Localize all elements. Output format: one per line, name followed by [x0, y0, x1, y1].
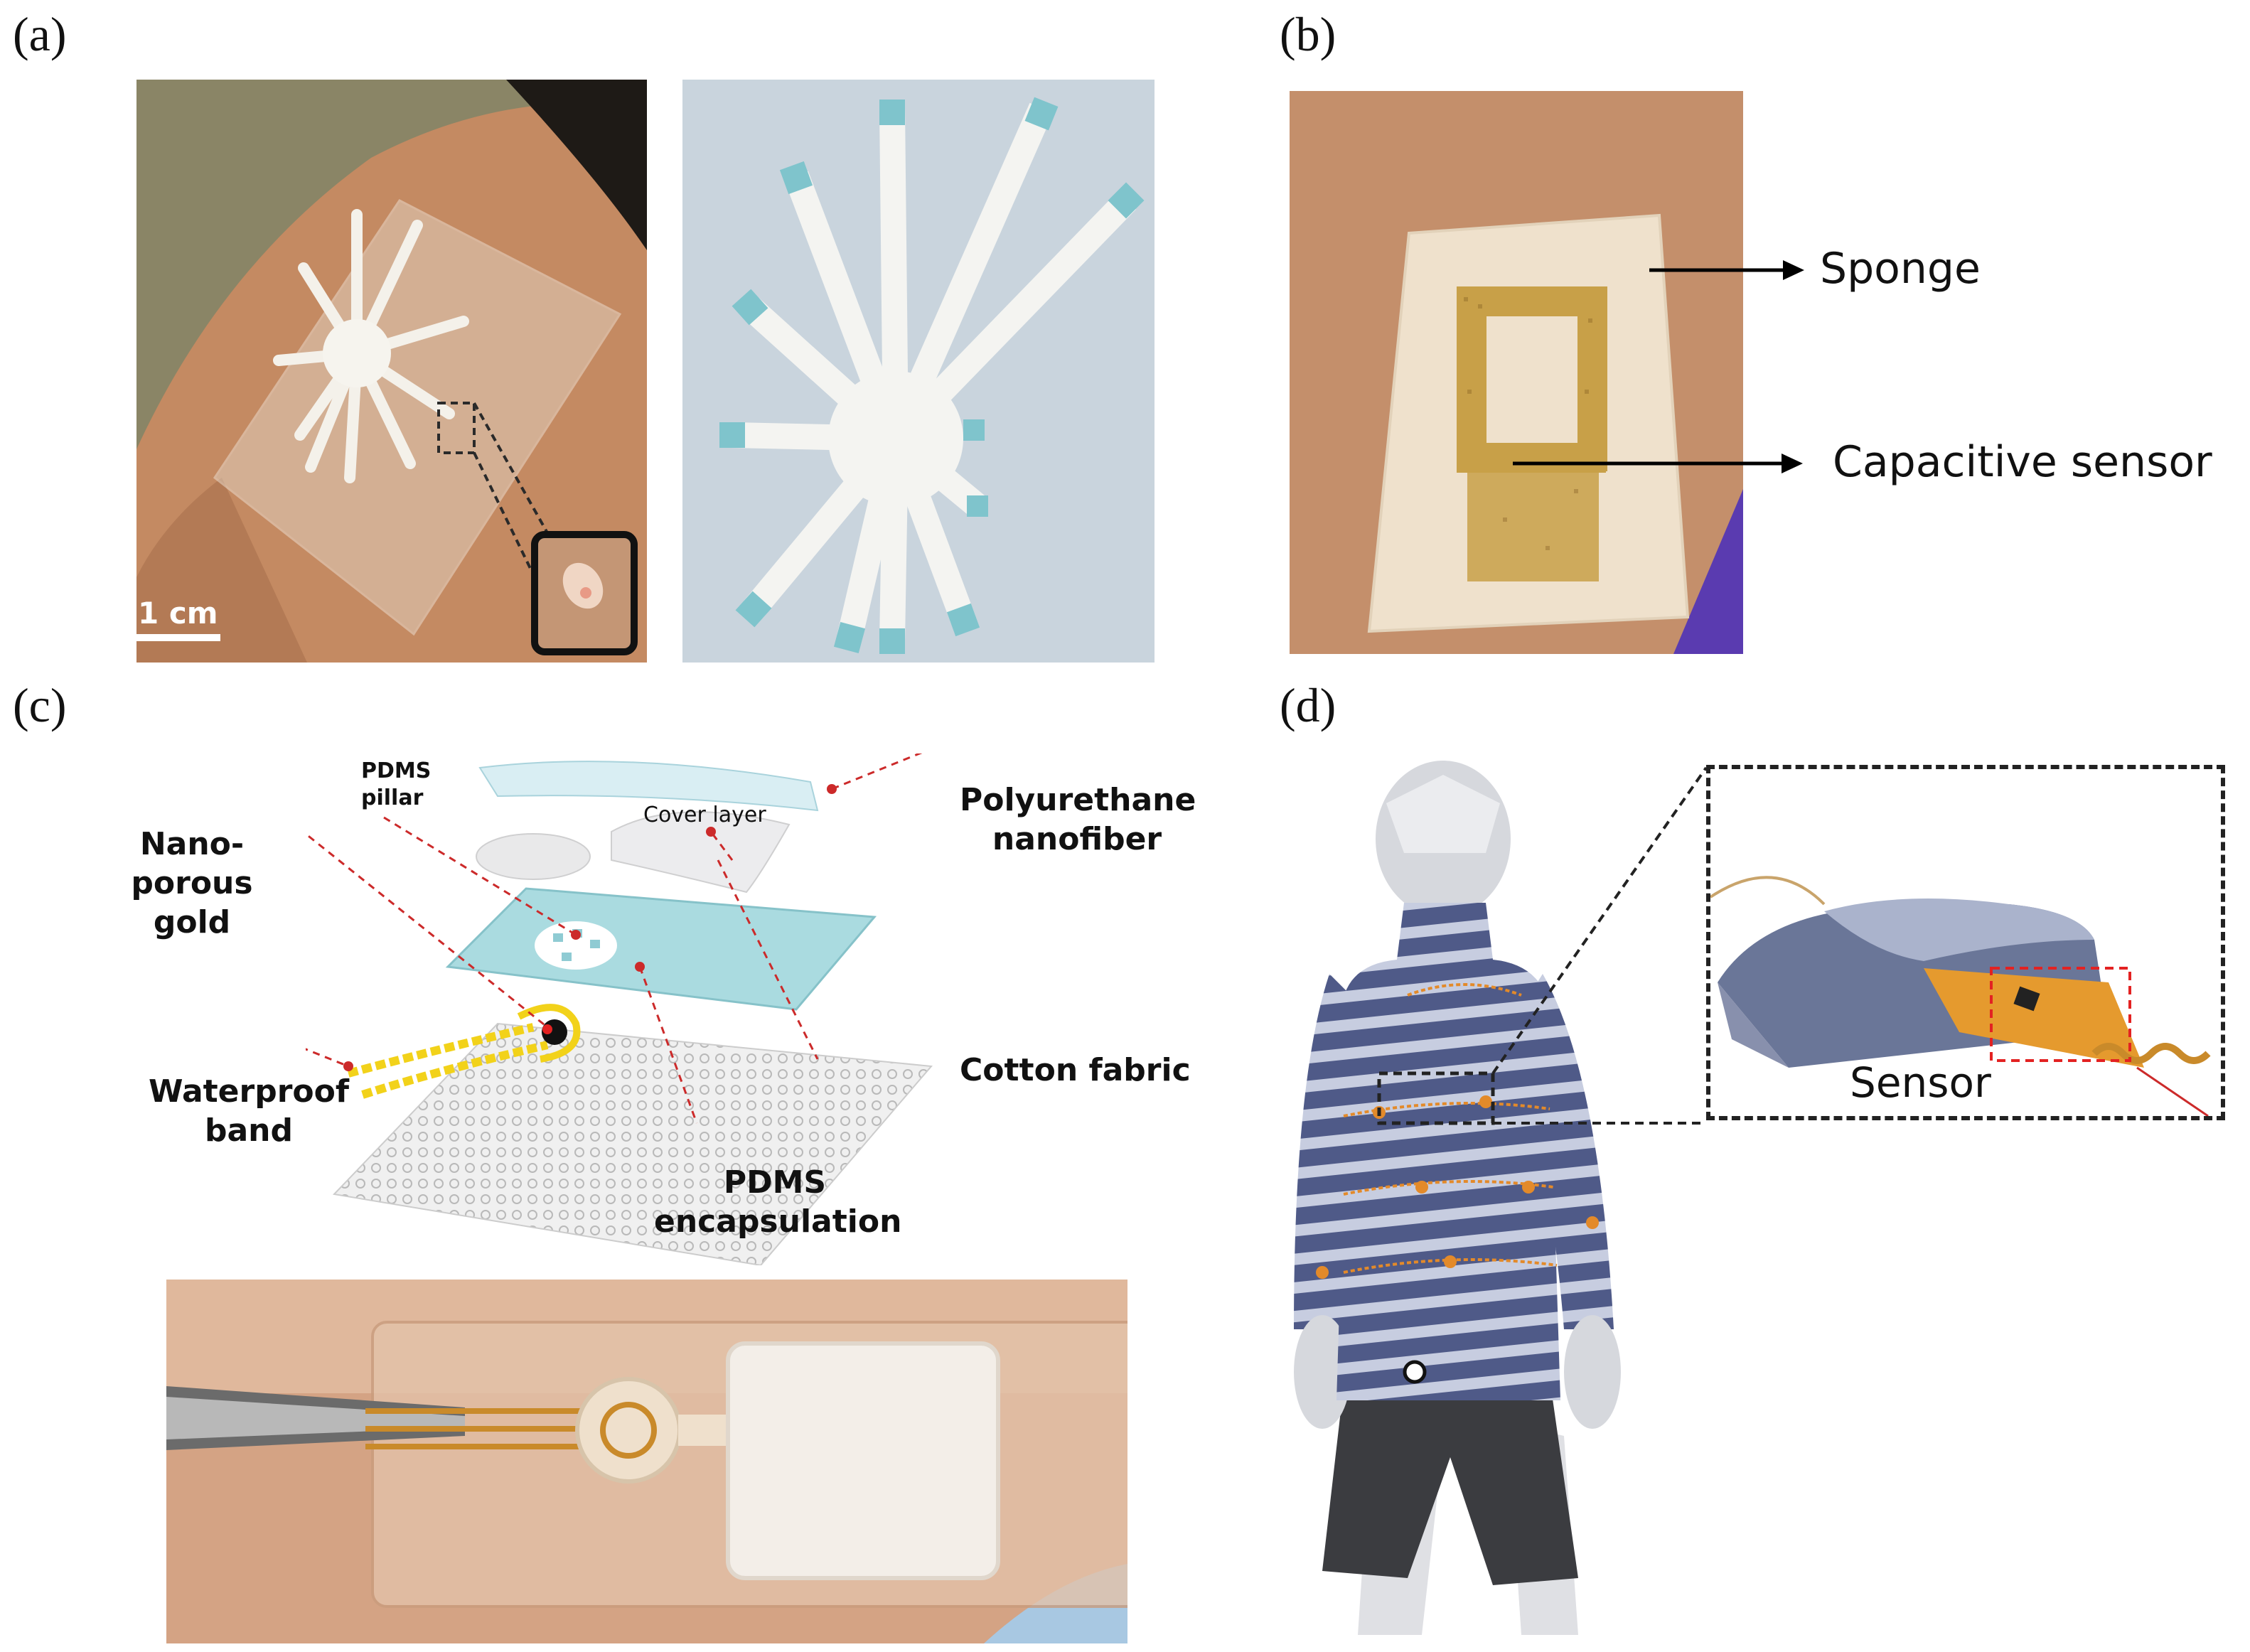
panel-c-photo — [166, 1280, 1127, 1643]
cotton-fabric-label: Cotton fabric — [960, 1052, 1191, 1088]
pdms-pillar-label: PDMS pillar — [361, 758, 431, 811]
capacitive-sensor-label: Capacitive sensor — [1833, 437, 2212, 487]
pdms-encap-line-2: encapsulation — [654, 1203, 902, 1240]
pdms-pillar-line-1: PDMS — [361, 758, 432, 783]
panel-b-photo — [1290, 91, 1743, 654]
nano-porous-gold-line-2: gold — [153, 904, 231, 940]
sensor-label: Sensor — [1850, 1058, 1991, 1107]
panel-label-c: (c) — [13, 678, 67, 732]
cover-layer-label: Cover layer — [643, 803, 766, 827]
capacitive-sensor-arrow — [1513, 454, 1803, 473]
panel-c-schematic — [306, 753, 933, 1265]
panel-label-d: (d) — [1280, 678, 1336, 732]
waterproof-line-2: band — [204, 1112, 293, 1149]
panel-a-photo-skin: 1 cm — [136, 80, 647, 663]
star-sensor-closeup — [682, 80, 1155, 663]
nano-porous-gold-label: Nano-porous gold — [85, 825, 299, 942]
panel-label-b: (b) — [1280, 7, 1336, 61]
waterproof-line-1: Waterproof — [148, 1073, 350, 1110]
sponge-label: Sponge — [1820, 244, 1981, 294]
fabric-sensor-closeup — [1710, 769, 2221, 1116]
waterproof-band-label: Waterproof band — [142, 1072, 355, 1150]
polyurethane-line-1: Polyurethane — [960, 782, 1196, 818]
pdms-encapsulation-label: PDMS encapsulation — [654, 1163, 902, 1241]
pdms-pillar-line-2: pillar — [361, 785, 424, 810]
sponge-photo — [1290, 91, 1743, 654]
panel-label-a: (a) — [13, 7, 67, 61]
nano-porous-gold-line-1: Nano-porous — [131, 826, 253, 901]
sponge-arrow — [1649, 260, 1804, 280]
shoulder-photo — [136, 80, 647, 663]
scale-bar-label: 1 cm — [138, 596, 218, 631]
panel-d-figure — [1294, 761, 1621, 1635]
panel-d-inset: Sensor — [1706, 765, 2225, 1120]
pdms-encap-line-1: PDMS — [723, 1164, 827, 1201]
polyurethane-line-2: nanofiber — [992, 821, 1162, 857]
panel-d-zoom-lines — [1491, 766, 1708, 1125]
arm-sensor-photo — [166, 1280, 1127, 1643]
panel-a-photo-sensor — [682, 80, 1155, 663]
polyurethane-nanofiber-label: Polyurethane nanofiber — [960, 781, 1196, 859]
